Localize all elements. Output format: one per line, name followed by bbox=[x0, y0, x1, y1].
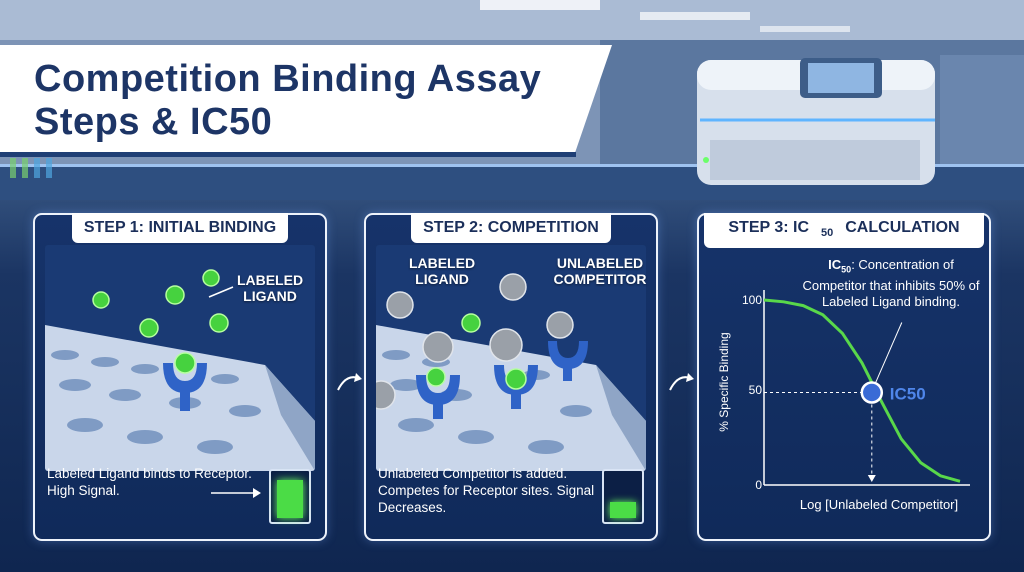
receptor-icon bbox=[163, 363, 207, 411]
step-1-description: Labeled Ligand binds to Receptor. High S… bbox=[47, 466, 252, 498]
ic50-definition: IC50: Concentration of Competitor that i… bbox=[802, 257, 980, 309]
unlabeled-competitor-label: UNLABELED COMPETITOR bbox=[553, 255, 647, 287]
signal-level bbox=[610, 502, 636, 518]
signal-level bbox=[277, 479, 303, 518]
ic50-arrow bbox=[867, 475, 876, 482]
step-2-illustration bbox=[376, 245, 646, 471]
dose-response-curve bbox=[763, 298, 961, 483]
step-1-panel: STEP 1: INITIAL BINDING LABEL bbox=[33, 213, 327, 541]
step-arrow-icon bbox=[337, 373, 362, 391]
y-tick-50: 50 bbox=[748, 383, 762, 397]
signal-meter bbox=[269, 469, 311, 524]
y-tick-100: 100 bbox=[741, 293, 762, 307]
labeled-ligand-icon bbox=[92, 269, 229, 374]
ic50-point bbox=[860, 381, 884, 404]
x-axis-label: Log [Unlabeled Competitor] bbox=[799, 497, 959, 512]
lab-background bbox=[0, 0, 1024, 200]
step-2-panel: STEP 2: COMPETITION bbox=[364, 213, 658, 541]
step-1-heading: STEP 1: INITIAL BINDING bbox=[35, 213, 325, 243]
ic50-label: IC50 bbox=[890, 385, 926, 404]
y-axis-label: % Specific Binding bbox=[717, 332, 731, 432]
page-title: Competition Binding Assay Steps & IC50 bbox=[34, 58, 541, 144]
competitor-icon bbox=[376, 273, 574, 410]
step-arrow-icon bbox=[669, 373, 694, 391]
labeled-ligand-icon bbox=[426, 313, 527, 390]
title-line-1: Competition Binding Assay bbox=[34, 58, 542, 100]
labeled-ligand-label: LABELED LIGAND bbox=[236, 272, 304, 304]
step-2-heading: STEP 2: COMPETITION bbox=[366, 213, 656, 243]
signal-meter bbox=[602, 469, 644, 524]
title-line-2: Steps & IC50 bbox=[34, 101, 273, 143]
lab-instrument bbox=[697, 58, 935, 185]
step-1-illustration bbox=[45, 245, 315, 471]
ic50-chart: IC50 bbox=[697, 213, 991, 541]
labeled-ligand-label: LABELED LIGAND bbox=[408, 255, 476, 287]
ic50-pointer bbox=[874, 322, 903, 385]
receptor-icon bbox=[416, 341, 588, 419]
title-underline bbox=[0, 152, 576, 157]
step-2-description: Unlabeled Competitor is added. Competes … bbox=[378, 466, 595, 515]
y-tick-0: 0 bbox=[755, 478, 762, 492]
pointer-icon bbox=[208, 286, 234, 298]
arrow-right-icon bbox=[211, 488, 261, 498]
title-banner bbox=[0, 45, 612, 152]
